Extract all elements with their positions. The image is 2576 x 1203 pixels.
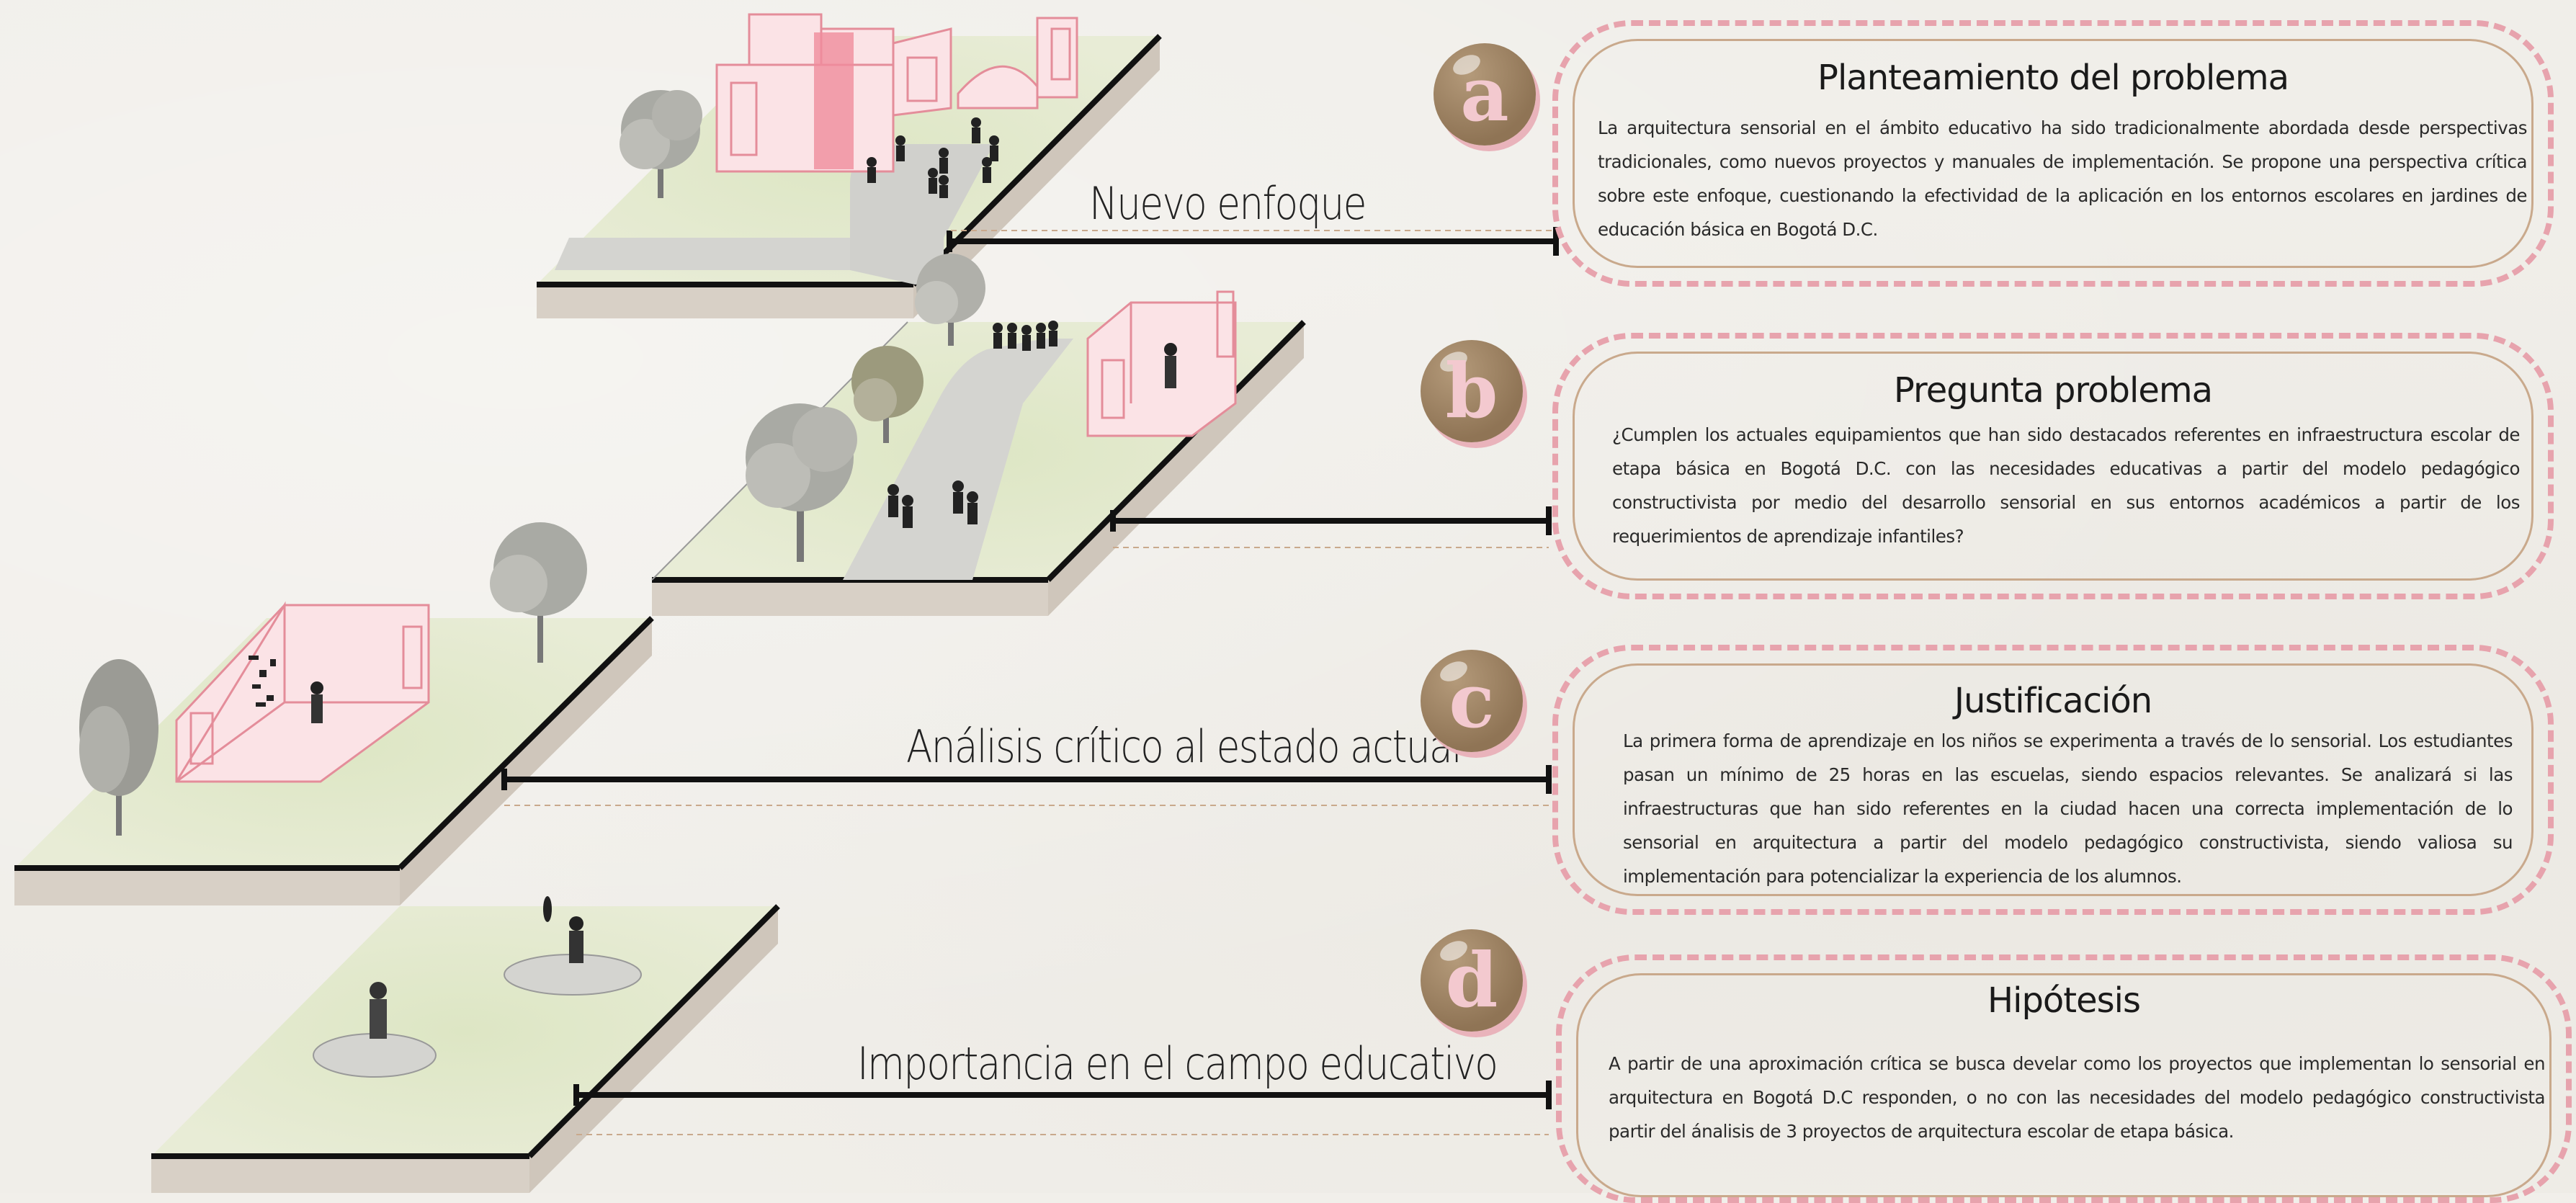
card-text: A partir de una aproximación crítica se … — [1609, 1053, 2546, 1142]
tree-2c — [746, 403, 857, 562]
platform-4 — [151, 896, 780, 1193]
people-2 — [887, 321, 1058, 528]
badge-letter: d — [1445, 936, 1498, 1024]
badge-a: a — [1434, 43, 1536, 146]
card-inner-border — [1573, 39, 2533, 268]
stage-label-importancia: Importancia en el campo educativo — [857, 1037, 1498, 1090]
tree-2a — [915, 254, 985, 346]
card-text: La primera forma de aprendizaje en los n… — [1623, 730, 2513, 887]
platform-1 — [537, 13, 1162, 318]
card-inner-border — [1573, 352, 2533, 581]
badge-letter: b — [1445, 346, 1498, 435]
platform-2 — [651, 254, 1306, 616]
tree-1 — [620, 90, 702, 198]
card-text: ¿Cumplen los actuales equipamientos que … — [1612, 424, 2521, 547]
badge-letter: a — [1460, 50, 1509, 138]
path-2 — [843, 339, 1073, 580]
platform-1-side — [913, 36, 1160, 318]
card-title: Hipótesis — [1987, 980, 2141, 1021]
badge-letter: c — [1449, 656, 1495, 745]
card-hipotesis: Hipótesis A partir de una aproximación c… — [1556, 954, 2572, 1203]
card-pregunta: Pregunta problema ¿Cumplen los actuales … — [1552, 333, 2554, 599]
tree-3a — [490, 522, 587, 663]
building-1 — [715, 13, 1078, 173]
connector-lines — [501, 227, 1559, 1109]
badge-d: d — [1421, 929, 1523, 1032]
tree-2b — [851, 346, 923, 443]
card-title: Justificación — [1954, 681, 2152, 721]
card-inner-border — [1573, 663, 2533, 896]
tree-3b — [79, 659, 158, 836]
stage-label-nuevo-enfoque: Nuevo enfoque — [1089, 177, 1367, 230]
platform-3 — [14, 522, 654, 905]
stage-label-analisis-critico: Análisis crítico al estado actual — [906, 720, 1462, 773]
card-title: Planteamiento del problema — [1817, 58, 2289, 98]
card-text: La arquitectura sensorial en el ámbito e… — [1598, 117, 2528, 240]
people-1 — [867, 117, 999, 198]
dashed-guides — [504, 230, 1556, 1135]
platform-1-front — [537, 285, 913, 318]
path-1 — [555, 238, 850, 270]
pavilion-2 — [1086, 290, 1237, 437]
card-justificacion: Justificación La primera forma de aprend… — [1552, 645, 2554, 915]
badge-c: c — [1421, 650, 1523, 752]
card-planteamiento: Planteamiento del problema La arquitectu… — [1552, 20, 2554, 287]
badge-b: b — [1421, 340, 1523, 442]
card-title: Pregunta problema — [1893, 370, 2213, 411]
room-3 — [175, 601, 430, 783]
